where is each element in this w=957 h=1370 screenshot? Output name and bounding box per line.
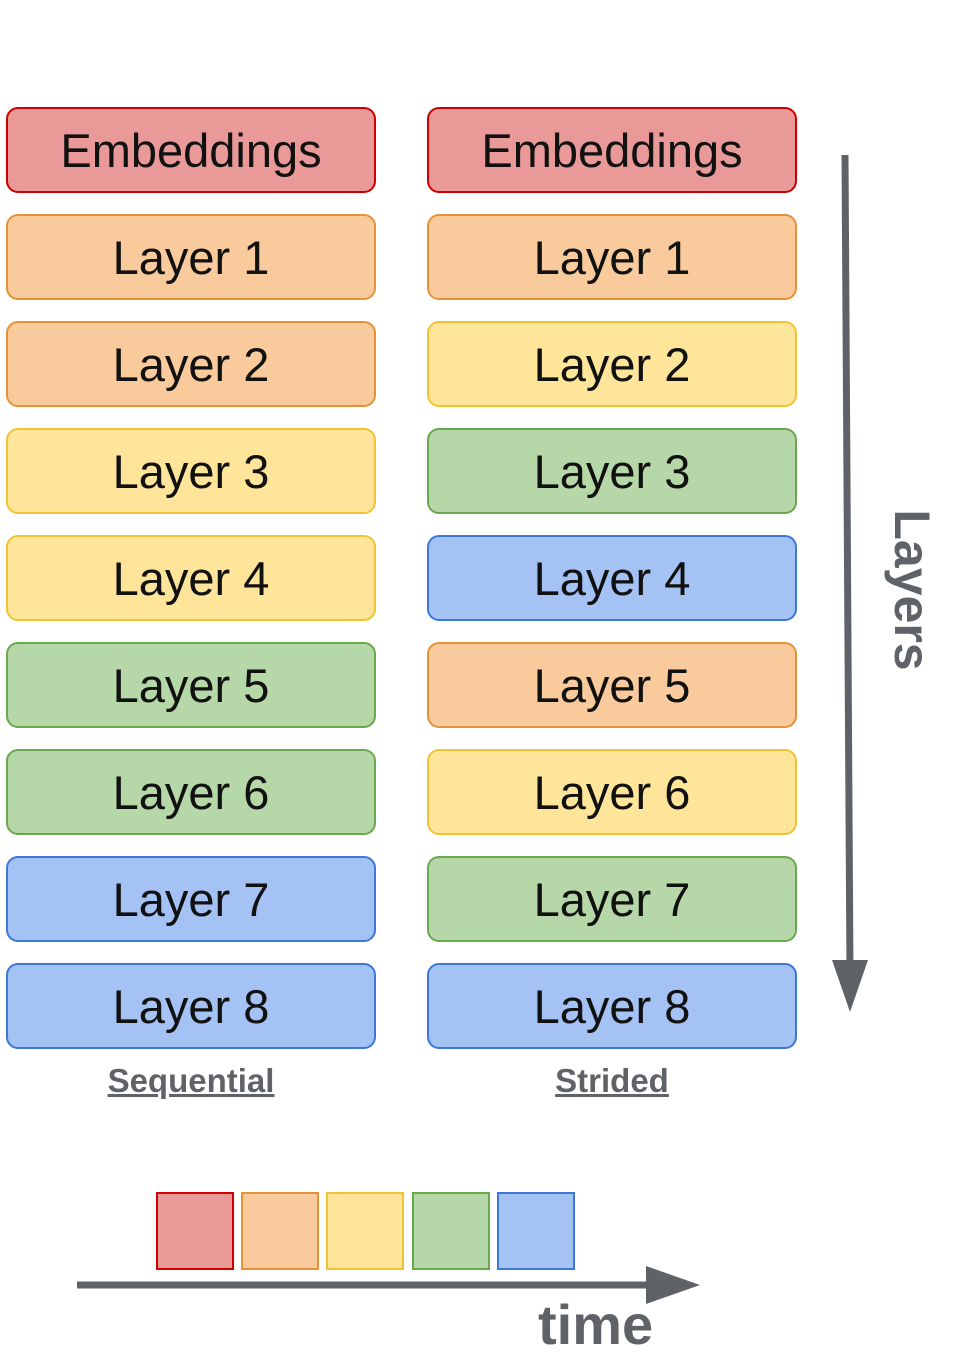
time-arrow: [77, 1266, 700, 1304]
strided-block-layer-7: Layer 7: [427, 856, 797, 942]
layers-arrow: [832, 154, 868, 1012]
time-square-orange: [241, 1192, 319, 1270]
layers-axis-label: Layers: [884, 509, 940, 671]
sequential-label: Sequential: [107, 1062, 275, 1099]
time-square-red: [156, 1192, 234, 1270]
strided-block-layer-6: Layer 6: [427, 749, 797, 835]
strided-block-layer-3: Layer 3: [427, 428, 797, 514]
sequential-block-layer-7: Layer 7: [6, 856, 376, 942]
sequential-block-layer-3: Layer 3: [6, 428, 376, 514]
sequential-block-layer-4: Layer 4: [6, 535, 376, 621]
sequential-block-embeddings: Embeddings: [6, 107, 376, 193]
sequential-block-layer-5: Layer 5: [6, 642, 376, 728]
strided-block-layer-8: Layer 8: [427, 963, 797, 1049]
time-axis-label: time: [538, 1293, 654, 1356]
strided-label: Strided: [555, 1062, 669, 1099]
strided-block-layer-5: Layer 5: [427, 642, 797, 728]
time-square-blue: [497, 1192, 575, 1270]
strided-block-embeddings: Embeddings: [427, 107, 797, 193]
sequential-block-layer-8: Layer 8: [6, 963, 376, 1049]
strided-block-layer-1: Layer 1: [427, 214, 797, 300]
sequential-block-layer-2: Layer 2: [6, 321, 376, 407]
strided-block-layer-4: Layer 4: [427, 535, 797, 621]
sequential-block-layer-6: Layer 6: [6, 749, 376, 835]
time-square-green: [412, 1192, 490, 1270]
strided-block-layer-2: Layer 2: [427, 321, 797, 407]
sequential-block-layer-1: Layer 1: [6, 214, 376, 300]
time-square-yellow: [326, 1192, 404, 1270]
